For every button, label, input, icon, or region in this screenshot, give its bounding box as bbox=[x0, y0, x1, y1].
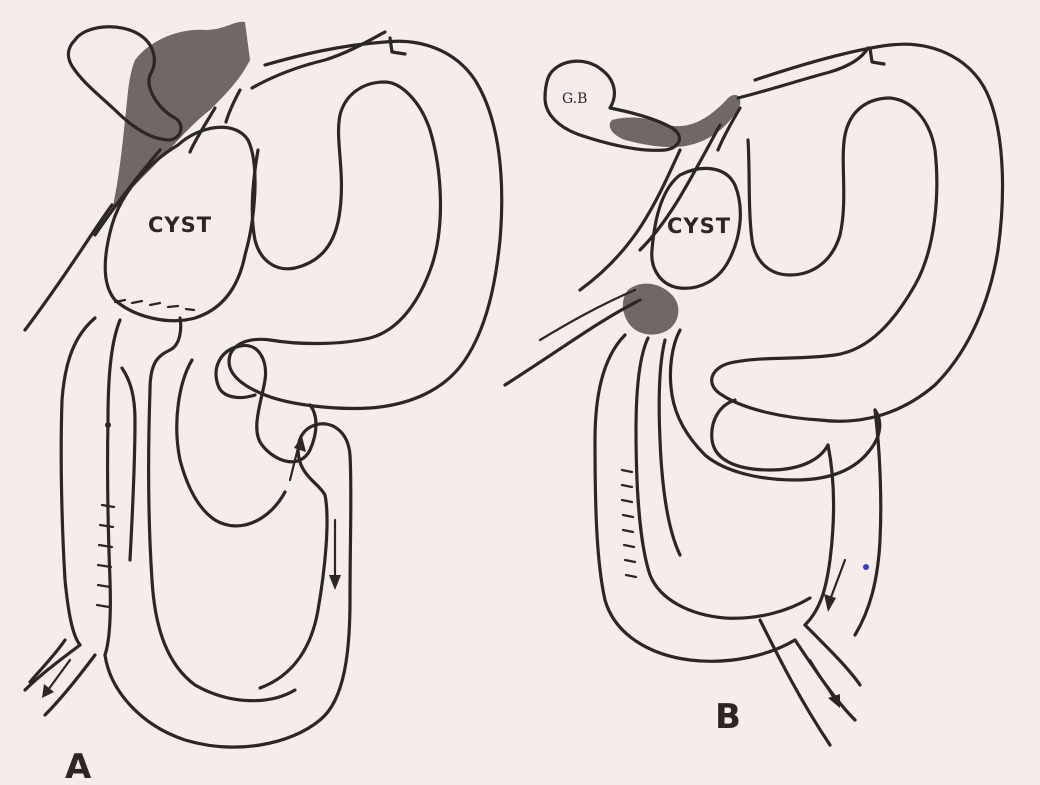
panel-b: G.B CYST bbox=[505, 44, 1003, 745]
panel-b-arrow-1 bbox=[810, 660, 835, 700]
panel-a-strap-line-4 bbox=[226, 90, 240, 122]
panel-a-stomach bbox=[229, 41, 502, 408]
panel-a-stitch-dot-1 bbox=[105, 422, 111, 428]
panel-a-arrow-outlet bbox=[48, 660, 70, 690]
panel-a-cyst-label: CYST bbox=[148, 213, 212, 237]
panel-b-stomach-fundus-cut bbox=[870, 48, 884, 64]
panel-b-gb-label: G.B bbox=[562, 91, 587, 107]
panel-a-strap-line-1 bbox=[25, 205, 112, 330]
panel-a: CYST A bbox=[25, 22, 502, 785]
panel-b-dot-marker bbox=[863, 564, 869, 570]
panel-a-duodenum-lower bbox=[177, 360, 285, 526]
panel-b-duodenum-descending-2 bbox=[855, 410, 881, 635]
panel-b-label: B bbox=[715, 697, 741, 737]
panel-a-arrow-down-head bbox=[329, 575, 341, 590]
panel-b-hilum-shading bbox=[610, 95, 741, 147]
panel-b-stomach bbox=[712, 44, 1003, 421]
panel-b-duodenum bbox=[712, 400, 828, 470]
panel-b-cyst-label: CYST bbox=[667, 214, 731, 238]
panel-b-outlet-2 bbox=[795, 640, 855, 720]
panel-b-arrow-1-head bbox=[828, 694, 840, 708]
panel-a-loop-mid-inner bbox=[122, 368, 135, 560]
panel-b-outlet-3 bbox=[805, 625, 860, 685]
panel-a-label: A bbox=[65, 747, 92, 785]
panel-b-stitches bbox=[622, 470, 636, 577]
panel-a-roux-limb-outer bbox=[61, 318, 95, 645]
panel-b-arrow-2 bbox=[830, 560, 845, 600]
panel-a-vessel-top bbox=[252, 32, 385, 88]
panel-b-arrow-2-head bbox=[824, 594, 836, 612]
panel-a-roux-limb-inner bbox=[105, 320, 120, 655]
panel-b-vessel-top bbox=[738, 48, 868, 98]
